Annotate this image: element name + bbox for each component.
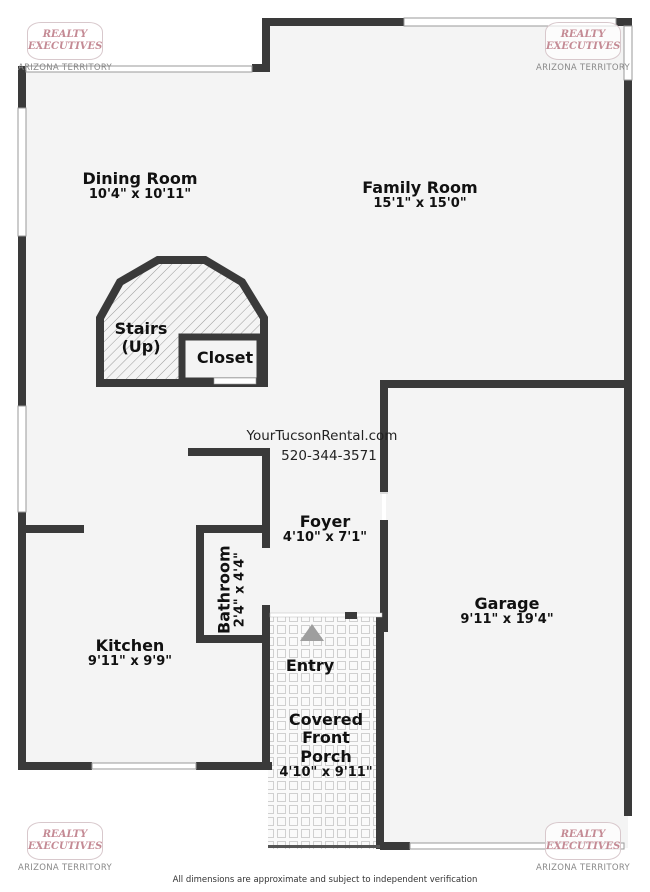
room-name-line2: Front bbox=[302, 728, 350, 748]
territory-text: ARIZONA TERRITORY bbox=[17, 863, 113, 873]
room-name: Kitchen bbox=[95, 636, 165, 655]
room-label-dining-room: Dining Room 10'4" x 10'11" bbox=[60, 169, 220, 203]
entry-arrow-icon bbox=[300, 624, 324, 641]
territory-text: ARIZONA TERRITORY bbox=[535, 863, 631, 873]
room-name: Closet bbox=[196, 348, 254, 367]
room-dims: 15'1" x 15'0" bbox=[373, 196, 467, 212]
room-name: Entry bbox=[285, 656, 335, 675]
room-dims: 10'4" x 10'11" bbox=[88, 187, 192, 203]
room-dims: 9'11" x 19'4" bbox=[460, 612, 554, 628]
room-label-stairs: Stairs (Up) bbox=[106, 319, 176, 357]
stairs-area bbox=[96, 256, 268, 387]
logo-bottom-left: REALTY EXECUTIVES ARIZONA TERRITORY bbox=[10, 822, 120, 873]
room-name: Foyer bbox=[299, 512, 351, 531]
room-name-line1: Stairs bbox=[114, 319, 168, 338]
room-label-foyer: Foyer 4'10" x 7'1" bbox=[270, 512, 380, 546]
room-label-kitchen: Kitchen 9'11" x 9'9" bbox=[50, 636, 210, 670]
realty-executives-badge: REALTY EXECUTIVES bbox=[545, 822, 621, 860]
room-name-line2: (Up) bbox=[121, 337, 161, 357]
room-dims: 4'10" x 9'11" bbox=[279, 765, 373, 781]
phone-text: 520-344-3571 bbox=[281, 448, 377, 464]
room-label-bathroom: Bathroom 2'4" x 4'4" bbox=[214, 530, 248, 650]
windows bbox=[17, 17, 633, 850]
realty-executives-badge: REALTY EXECUTIVES bbox=[27, 822, 103, 860]
website-text: YourTucsonRental.com bbox=[246, 428, 398, 444]
logo-top-left: REALTY EXECUTIVES ARIZONA TERRITORY bbox=[10, 22, 120, 73]
disclaimer-text: All dimensions are approximate and subje… bbox=[172, 875, 478, 885]
realty-executives-badge: REALTY EXECUTIVES bbox=[545, 22, 621, 60]
room-dims: 2'4" x 4'4" bbox=[232, 552, 248, 628]
room-label-garage: Garage 9'11" x 19'4" bbox=[427, 594, 587, 628]
room-label-covered-front-porch: Covered Front Porch 4'10" x 9'11" bbox=[266, 710, 386, 781]
room-name: Garage bbox=[474, 594, 540, 613]
room-dims: 4'10" x 7'1" bbox=[282, 530, 368, 546]
room-name-line1: Covered bbox=[288, 710, 364, 729]
room-dims: 9'11" x 9'9" bbox=[87, 654, 173, 670]
territory-text: ARIZONA TERRITORY bbox=[17, 63, 113, 73]
exterior-walls bbox=[18, 18, 632, 850]
contact-info: YourTucsonRental.com 520-344-3571 bbox=[232, 426, 412, 466]
room-label-closet: Closet bbox=[186, 348, 264, 367]
floor-areas bbox=[22, 22, 628, 849]
logo-bottom-right: REALTY EXECUTIVES ARIZONA TERRITORY bbox=[528, 822, 638, 873]
room-name: Bathroom bbox=[214, 545, 234, 634]
room-label-entry: Entry bbox=[270, 656, 350, 675]
realty-executives-badge: REALTY EXECUTIVES bbox=[27, 22, 103, 60]
room-name: Family Room bbox=[362, 178, 478, 197]
territory-text: ARIZONA TERRITORY bbox=[535, 63, 631, 73]
interior-walls bbox=[22, 448, 388, 643]
room-name-line3: Porch bbox=[300, 746, 352, 766]
room-name: Dining Room bbox=[82, 169, 198, 188]
room-label-family-room: Family Room 15'1" x 15'0" bbox=[340, 178, 500, 212]
logo-top-right: REALTY EXECUTIVES ARIZONA TERRITORY bbox=[528, 22, 638, 73]
